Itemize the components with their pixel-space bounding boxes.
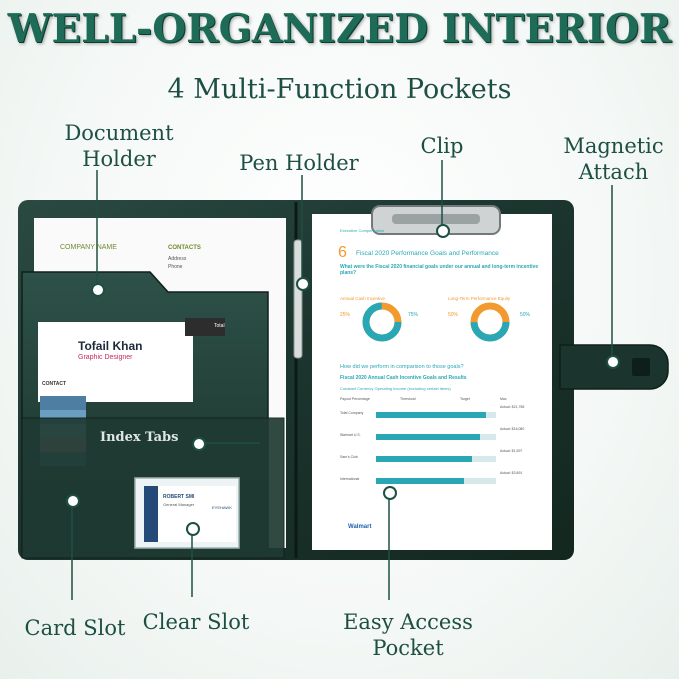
report-col-max: Max	[500, 397, 507, 401]
report-question-2: How did we perform in comparison to thos…	[340, 364, 464, 370]
callout-pen-holder: Pen Holder	[239, 151, 359, 175]
report-chart-title: Fiscal 2020 Annual Cash Incentive Goals …	[340, 375, 467, 381]
report-section-number: 6	[338, 244, 347, 261]
donut-label-c: 50%	[448, 312, 459, 318]
section-long-term-equity: Long-Term Performance Equity	[448, 296, 511, 301]
report-row-label: International	[340, 477, 360, 481]
subheadline: 4 Multi-Function Pockets	[167, 74, 512, 105]
business-card-name: ROBERT SMI	[163, 494, 195, 500]
callout-clip: Clip	[420, 134, 464, 158]
callout-document-holder-line1: Document	[64, 121, 174, 145]
report-chart-subtitle: Constant Currency Operating Income (excl…	[340, 386, 451, 391]
callout-magnetic-line1: Magnetic	[563, 134, 664, 158]
pen	[293, 239, 303, 359]
report-actual-value: Actual: $21,758	[500, 405, 525, 409]
donut-label-a: 25%	[340, 312, 351, 318]
callout-magnetic-attach: Magnetic Attach	[556, 133, 671, 185]
report-col-payout: Payout Percentage	[340, 397, 370, 401]
callout-easy-access-pocket: Easy Access Pocket	[326, 609, 490, 661]
contacts-label: CONTACTS	[168, 245, 201, 251]
pen-holder-marker	[296, 277, 310, 291]
right-document-sheet	[312, 214, 552, 550]
report-row-label: Walmart U.S.	[340, 433, 361, 437]
report-actual-value: Actual: $3,891	[500, 471, 523, 475]
report-actual-value: Actual: $16,080	[500, 427, 525, 431]
index-tabs-marker	[192, 437, 206, 451]
resume-sheet	[38, 322, 193, 402]
callout-easy-access-line2: Pocket	[372, 636, 444, 660]
company-name: COMPANY NAME	[60, 244, 117, 251]
donut-label-d: 50%	[520, 312, 531, 318]
contact-line-phone: Phone	[168, 264, 183, 270]
headline: WELL-ORGANIZED INTERIOR	[7, 6, 672, 52]
report-header: Executive Compensation	[340, 228, 385, 233]
report-col-target: Target	[460, 397, 470, 401]
callout-document-holder: Document Holder	[54, 120, 184, 172]
report-actual-value: Actual: $1,597	[500, 449, 523, 453]
report-title: Fiscal 2020 Performance Goals and Perfor…	[356, 250, 499, 257]
callout-document-holder-line2: Holder	[82, 147, 156, 171]
callout-card-slot: Card Slot	[24, 616, 126, 640]
report-footer-brand: Walmart	[348, 524, 372, 530]
report-col-threshold: Threshold	[400, 397, 416, 401]
resume-name: Tofail Khan	[78, 339, 143, 353]
callout-easy-access-line1: Easy Access	[343, 610, 473, 634]
magnetic-attach-marker	[606, 355, 620, 369]
callout-clear-slot: Clear Slot	[142, 610, 250, 634]
label-tab: Total	[214, 323, 225, 329]
callout-magnetic-line2: Attach	[578, 160, 649, 184]
index-tab	[40, 396, 86, 410]
clip-marker	[436, 224, 450, 238]
document-holder-marker	[91, 283, 105, 297]
clear-slot-marker	[186, 522, 200, 536]
contact-line-address: Address	[168, 256, 187, 262]
resume-contact: CONTACT	[42, 381, 67, 387]
easy-access-pocket-marker	[383, 486, 397, 500]
report-question-1: What were the Fiscal 2020 financial goal…	[340, 264, 539, 276]
resume-title: Graphic Designer	[78, 354, 133, 361]
index-tabs-label: Index Tabs	[100, 430, 179, 445]
donut-label-b: 75%	[408, 312, 419, 318]
report-row-label: Sam's Club	[340, 455, 358, 459]
business-card-role: General Manager	[163, 502, 195, 507]
section-annual-cash: Annual Cash Incentive	[340, 296, 386, 301]
business-card-logo: EYEHAWK	[212, 505, 232, 510]
report-row-label: Total Company	[340, 411, 364, 415]
card-slot-marker	[66, 494, 80, 508]
